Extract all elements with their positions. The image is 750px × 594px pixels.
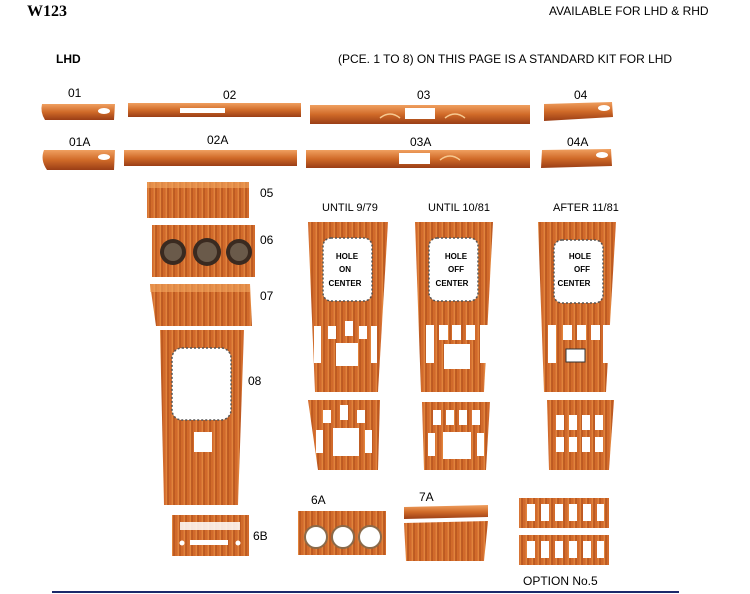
piece-08 bbox=[160, 330, 244, 505]
piece-01 bbox=[41, 104, 115, 120]
part-label-03a: 03A bbox=[410, 135, 432, 149]
option-5-panels bbox=[519, 498, 609, 565]
part-label-04: 04 bbox=[574, 88, 588, 102]
variant-heading-2: UNTIL 10/81 bbox=[428, 202, 490, 214]
model-title: W123 bbox=[27, 3, 67, 20]
part-label-6b: 6B bbox=[253, 529, 268, 543]
part-label-01: 01 bbox=[68, 86, 82, 100]
variant-heading-1: UNTIL 9/79 bbox=[322, 202, 378, 214]
footer-divider bbox=[52, 591, 679, 593]
piece-03 bbox=[310, 105, 530, 124]
piece-06 bbox=[152, 225, 255, 277]
part-label-08: 08 bbox=[248, 374, 262, 388]
piece-6a bbox=[298, 511, 386, 555]
kit-note: (PCE. 1 TO 8) ON THIS PAGE IS A STANDARD… bbox=[338, 52, 673, 66]
variant-2-hole-line3: CENTER bbox=[436, 279, 469, 288]
piece-03a bbox=[306, 150, 530, 168]
part-label-02: 02 bbox=[223, 88, 237, 102]
variant-1-hole-line2: ON bbox=[339, 265, 351, 274]
part-label-7a: 7A bbox=[419, 490, 434, 504]
part-label-05: 05 bbox=[260, 186, 274, 200]
part-label-03: 03 bbox=[417, 88, 431, 102]
variant-3-panel bbox=[538, 222, 616, 470]
piece-04a bbox=[541, 149, 612, 168]
piece-02 bbox=[128, 103, 301, 117]
variant-2-hole-line1: HOLE bbox=[445, 252, 468, 261]
variant-2-panel bbox=[415, 222, 493, 470]
option-label: OPTION No.5 bbox=[523, 574, 598, 588]
piece-6b bbox=[172, 515, 249, 556]
piece-04 bbox=[544, 102, 613, 121]
availability-note: AVAILABLE FOR LHD & RHD bbox=[549, 4, 709, 18]
part-label-02a: 02A bbox=[207, 133, 229, 147]
variant-heading-3: AFTER 11/81 bbox=[553, 202, 619, 214]
side-label: LHD bbox=[56, 52, 81, 66]
part-label-07: 07 bbox=[260, 289, 274, 303]
variant-3-hole-line2: OFF bbox=[574, 265, 590, 274]
piece-07 bbox=[150, 284, 252, 326]
variant-3-hole-line1: HOLE bbox=[569, 252, 592, 261]
piece-05 bbox=[147, 182, 249, 218]
part-label-04a: 04A bbox=[567, 135, 589, 149]
piece-01a bbox=[42, 150, 115, 170]
variant-3-hole-line3: CENTER bbox=[558, 279, 591, 288]
variant-1-hole-line1: HOLE bbox=[336, 252, 359, 261]
piece-7a bbox=[404, 505, 488, 561]
variant-2-hole-line2: OFF bbox=[448, 265, 464, 274]
part-label-06: 06 bbox=[260, 233, 274, 247]
part-label-6a: 6A bbox=[311, 493, 326, 507]
piece-02a bbox=[124, 150, 297, 166]
variant-1-hole-line3: CENTER bbox=[329, 279, 362, 288]
part-label-01a: 01A bbox=[69, 135, 91, 149]
variant-1-panel bbox=[308, 222, 388, 470]
